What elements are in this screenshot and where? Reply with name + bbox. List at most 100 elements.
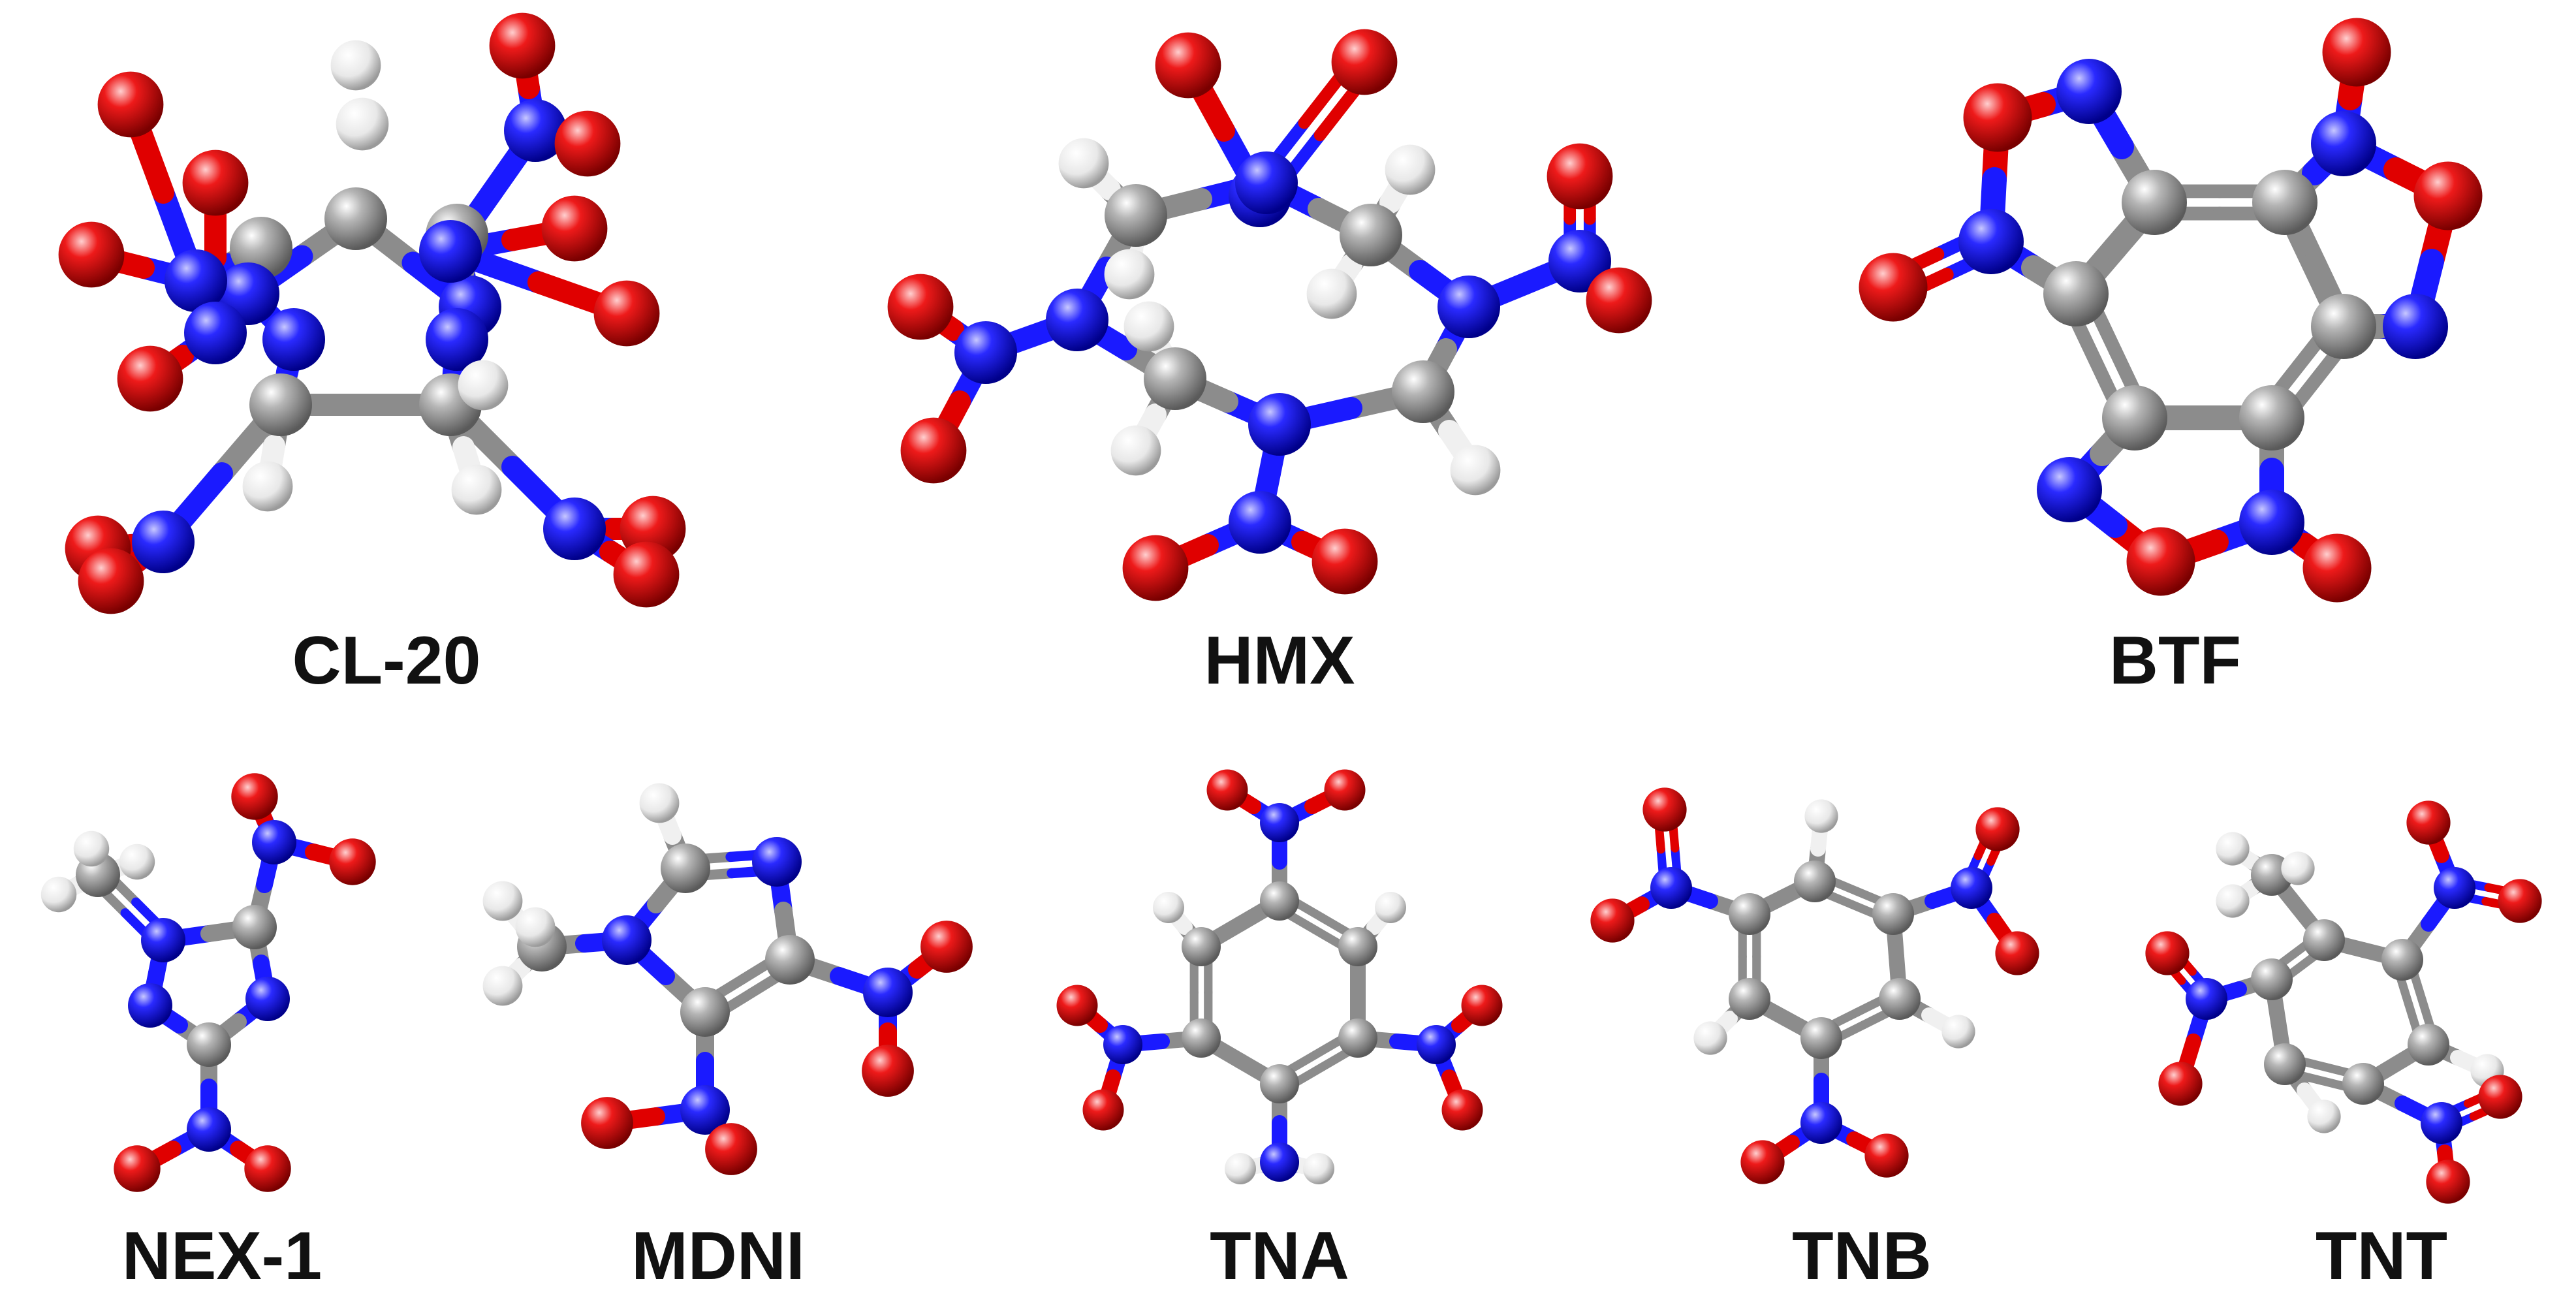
oxygen-atom (2413, 161, 2483, 230)
hydrogen-atom (1058, 138, 1109, 189)
oxygen-atom (1312, 528, 1378, 595)
oxygen-atom (541, 195, 608, 262)
carbon-atom (2252, 170, 2317, 235)
nitrogen-atom (1248, 393, 1311, 456)
oxygen-atom (920, 921, 973, 973)
oxygen-atom (887, 274, 954, 340)
molecule-btf (1859, 18, 2483, 603)
oxygen-atom (2302, 533, 2372, 603)
molecule-hmx (887, 29, 1652, 601)
oxygen-atom (554, 110, 621, 177)
carbon-atom (2251, 958, 2293, 1000)
carbon-atom (2342, 1063, 2384, 1105)
oxygen-atom (1206, 769, 1248, 811)
nitrogen-atom (1800, 1102, 1842, 1144)
hydrogen-atom (40, 876, 77, 913)
carbon-atom (1800, 1017, 1842, 1059)
carbon-atom (1144, 347, 1206, 410)
oxygen-atom (1590, 898, 1635, 943)
hydrogen-atom (242, 461, 293, 512)
hydrogen-atom (119, 844, 155, 880)
carbon-atom (2239, 385, 2304, 450)
hydrogen-atom (73, 830, 110, 867)
oxygen-atom (1441, 1089, 1483, 1131)
carbon-atom (1340, 204, 1402, 266)
hydrogen-atom (515, 907, 556, 947)
oxygen-atom (2126, 527, 2195, 596)
oxygen-atom (705, 1123, 757, 1175)
oxygen-atom (1859, 253, 1928, 322)
oxygen-atom (2498, 879, 2542, 923)
carbon-atom (765, 935, 815, 985)
carbon-atom (1338, 927, 1377, 966)
carbon-atom (2043, 261, 2109, 326)
nitrogen-atom (2311, 111, 2376, 176)
molecule-nex-1 (40, 773, 376, 1192)
carbon-atom (2408, 1024, 2449, 1066)
carbon-atom (2303, 919, 2345, 961)
nitrogen-atom (132, 511, 195, 573)
nitrogen-atom (426, 308, 488, 371)
oxygen-atom (1324, 769, 1366, 811)
hydrogen-atom (1804, 799, 1838, 833)
label-mdni: MDNI (631, 1218, 805, 1294)
hydrogen-atom (639, 783, 680, 823)
nitrogen-atom (1235, 151, 1298, 214)
oxygen-atom (489, 12, 556, 79)
carbon-atom (680, 987, 730, 1037)
carbon-atom (1105, 184, 1167, 247)
nitrogen-atom (2186, 978, 2227, 1020)
hydrogen-atom (1153, 892, 1184, 923)
carbon-atom (661, 844, 710, 893)
oxygen-atom (2406, 800, 2451, 845)
carbon-atom (1260, 881, 1299, 921)
nitrogen-atom (1951, 867, 1992, 909)
nitrogen-atom (2383, 294, 2448, 359)
oxygen-atom (1082, 1089, 1124, 1131)
oxygen-atom (1740, 1140, 1785, 1184)
hydrogen-atom (1375, 892, 1406, 923)
molecule-tnt (2145, 800, 2542, 1204)
hydrogen-atom (1104, 249, 1155, 300)
oxygen-atom (1547, 143, 1613, 210)
hydrogen-atom (451, 464, 502, 515)
oxygen-atom (1331, 29, 1398, 95)
oxygen-atom (1586, 267, 1652, 334)
oxygen-atom (97, 71, 164, 138)
hydrogen-atom (1450, 445, 1501, 496)
carbon-atom (324, 187, 387, 250)
nitrogen-atom (2239, 490, 2304, 555)
hydrogen-atom (2216, 884, 2250, 918)
hydrogen-atom (482, 881, 523, 921)
oxygen-atom (862, 1045, 914, 1097)
nitrogen-atom (954, 321, 1017, 384)
nitrogen-atom (504, 99, 567, 162)
oxygen-atom (1461, 985, 1503, 1026)
nitrogen-atom (252, 820, 296, 864)
nitrogen-atom (184, 302, 247, 364)
oxygen-atom (593, 280, 660, 347)
oxygen-atom (1056, 985, 1098, 1026)
nitrogen-atom (165, 249, 227, 312)
nitrogen-atom (602, 915, 652, 965)
carbon-atom (2102, 385, 2167, 450)
nitrogen-atom (262, 308, 325, 371)
molecule-tna (1056, 769, 1503, 1184)
hydrogen-atom (330, 40, 381, 91)
oxygen-atom (1995, 931, 2039, 975)
hydrogen-atom (1385, 144, 1436, 195)
nitrogen-atom (187, 1107, 231, 1152)
oxygen-atom (2426, 1160, 2470, 1204)
carbon-atom (1794, 861, 1836, 902)
carbon-atom (2381, 939, 2423, 981)
hydrogen-atom (1693, 1021, 1727, 1055)
label-cl-20: CL-20 (292, 623, 481, 699)
carbon-atom (2264, 1043, 2306, 1085)
hydrogen-atom (336, 97, 389, 151)
label-hmx: HMX (1204, 623, 1355, 699)
nitrogen-atom (1650, 867, 1692, 909)
molecule-mdni (482, 783, 973, 1175)
oxygen-atom (1864, 1133, 1909, 1178)
oxygen-atom (114, 1145, 161, 1192)
